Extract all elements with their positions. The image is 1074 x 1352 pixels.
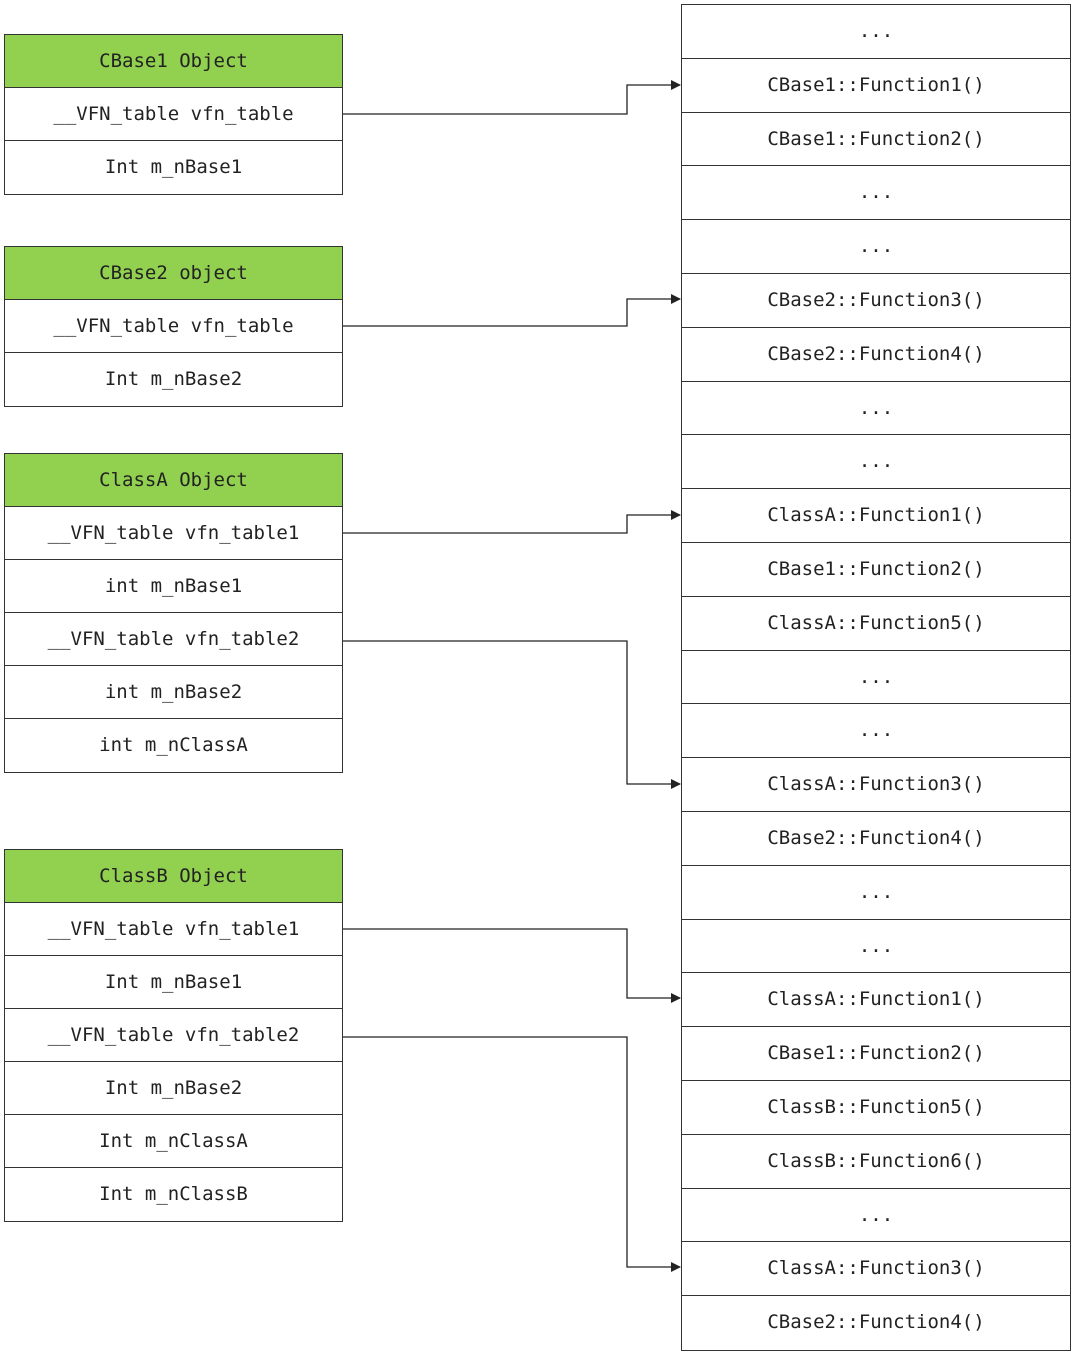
- vtable-entry-cbase1-function1: CBase1::Function1(): [682, 59, 1070, 113]
- vtable-entry-cbase1-function2: CBase1::Function2(): [682, 543, 1070, 597]
- vtable-entry-classa-function3: ClassA::Function3(): [682, 758, 1070, 812]
- classa-vfn-table2-field: __VFN_table vfn_table2: [5, 613, 342, 666]
- vtable-entry-ellipsis: ...: [682, 435, 1070, 490]
- classb-vfn-table1-arrow: [343, 928, 681, 1003]
- vtable-entry-ellipsis: ...: [682, 220, 1070, 274]
- cbase1-object-table: CBase1 Object __VFN_table vfn_table Int …: [4, 34, 343, 195]
- vfn-table-column: ... CBase1::Function1() CBase1::Function…: [681, 4, 1071, 1351]
- vtable-entry-ellipsis: ...: [682, 866, 1070, 920]
- vtable-entry-cbase2-function4: CBase2::Function4(): [682, 812, 1070, 866]
- classb-object-header: ClassB Object: [5, 850, 342, 903]
- classa-object-header: ClassA Object: [5, 454, 342, 507]
- classb-base2-field: Int m_nBase2: [5, 1062, 342, 1115]
- vtable-entry-cbase2-function4: CBase2::Function4(): [767, 1311, 985, 1334]
- vtable-entry-classa-function1: ClassA::Function1(): [682, 973, 1070, 1028]
- classb-vfn-table2-arrow: [343, 1036, 681, 1272]
- cbase2-vfn-table-arrow: [343, 294, 681, 327]
- vtable-entry-cbase1-function2: CBase1::Function2(): [682, 1027, 1070, 1081]
- classa-object-table: ClassA Object __VFN_table vfn_table1 int…: [4, 453, 343, 773]
- cbase1-vfn-table-field: __VFN_table vfn_table: [5, 88, 342, 141]
- classa-base1-field: int m_nBase1: [5, 560, 342, 613]
- vtable-entry-ellipsis: ...: [682, 5, 1070, 59]
- vtable-entry-classb-function6: ClassB::Function6(): [682, 1135, 1070, 1189]
- cbase2-object-header: CBase2 object: [5, 247, 342, 300]
- classb-classa-field: Int m_nClassA: [5, 1115, 342, 1168]
- vtable-entry-classa-function1: ClassA::Function1(): [682, 489, 1070, 543]
- cbase2-base2-field: Int m_nBase2: [104, 368, 243, 390]
- classa-vfn-table2-arrow: [343, 640, 681, 789]
- classb-base1-field: Int m_nBase1: [5, 956, 342, 1009]
- classa-classa-field: int m_nClassA: [99, 734, 248, 756]
- cbase2-object-table: CBase2 object __VFN_table vfn_table Int …: [4, 246, 343, 407]
- cbase1-vfn-table-arrow: [343, 80, 681, 115]
- vtable-entry-ellipsis: ...: [682, 1189, 1070, 1243]
- vtable-entry-cbase2-function4: CBase2::Function4(): [682, 328, 1070, 382]
- vtable-entry-ellipsis: ...: [682, 920, 1070, 974]
- classa-base2-field: int m_nBase2: [5, 666, 342, 719]
- vtable-entry-classa-function5: ClassA::Function5(): [682, 597, 1070, 651]
- cbase1-base1-field: Int m_nBase1: [104, 156, 243, 178]
- vtable-entry-ellipsis: ...: [682, 382, 1070, 436]
- classa-vfn-table1-field: __VFN_table vfn_table1: [5, 507, 342, 560]
- cbase1-object-header: CBase1 Object: [5, 35, 342, 88]
- vtable-entry-classb-function5: ClassB::Function5(): [682, 1081, 1070, 1135]
- vtable-entry-ellipsis: ...: [682, 704, 1070, 759]
- vtable-entry-classa-function3: ClassA::Function3(): [682, 1242, 1070, 1297]
- vtable-entry-cbase1-function2: CBase1::Function2(): [682, 113, 1070, 167]
- classb-object-table: ClassB Object __VFN_table vfn_table1 Int…: [4, 849, 343, 1222]
- vtable-entry-ellipsis: ...: [682, 651, 1070, 705]
- classa-vfn-table1-arrow: [343, 510, 681, 534]
- classb-classb-field: Int m_nClassB: [99, 1183, 248, 1205]
- vtable-entry-ellipsis: ...: [682, 166, 1070, 221]
- cbase2-vfn-table-field: __VFN_table vfn_table: [5, 300, 342, 353]
- classb-vfn-table2-field: __VFN_table vfn_table2: [5, 1009, 342, 1062]
- vtable-entry-cbase2-function3: CBase2::Function3(): [682, 274, 1070, 328]
- classb-vfn-table1-field: __VFN_table vfn_table1: [5, 903, 342, 956]
